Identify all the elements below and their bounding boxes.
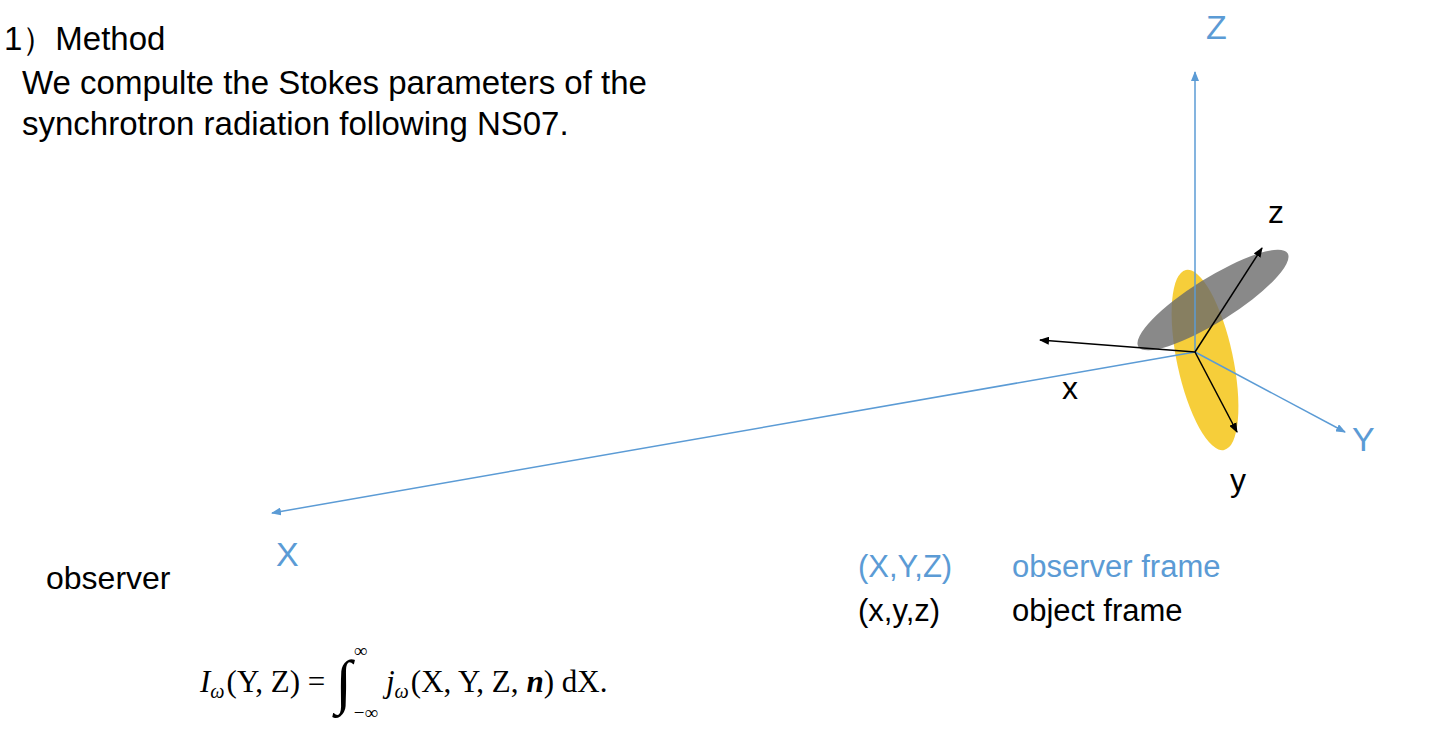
- grey-disk: [1127, 235, 1300, 366]
- integral-group: ∫∞ −∞: [335, 640, 386, 724]
- equation-subscript: ω: [210, 680, 224, 703]
- y-axis-object: [1195, 352, 1237, 432]
- equation-vector: n: [526, 664, 543, 700]
- frame-legend: object frame: [1012, 592, 1183, 631]
- integral-sign: ∫: [335, 652, 351, 712]
- frame-legend: (x,y,z): [858, 592, 940, 631]
- integral-limit: ∞: [354, 640, 378, 662]
- observer-label: observer: [46, 558, 171, 598]
- description-text: We compulte the Stokes parameters of the…: [22, 62, 712, 145]
- axis-label: y: [1230, 460, 1246, 500]
- y-axis-observer: [1195, 352, 1345, 432]
- axis-label: Z: [1206, 6, 1227, 49]
- equation-text: ) dX.: [544, 664, 608, 700]
- axis-label: Y: [1352, 418, 1375, 461]
- equation-term: jω: [386, 664, 409, 700]
- equation-text: (X, Y, Z,: [411, 664, 519, 700]
- axis-label: z: [1268, 192, 1284, 232]
- z-axis-observer: [1194, 72, 1196, 352]
- z-axis-object: [1195, 248, 1262, 352]
- frame-legend: observer frame: [1012, 548, 1220, 587]
- slide-title: 1）Method: [4, 18, 165, 59]
- x-axis-observer: [272, 352, 1195, 513]
- equation-symbol: I: [200, 664, 210, 700]
- axis-label: X: [276, 533, 299, 576]
- equation-subscript: ω: [395, 680, 409, 703]
- equation: Iω(Y, Z) =∫∞−∞jω(X, Y, Z,n) dX.: [200, 632, 607, 732]
- axis-label: x: [1062, 368, 1078, 408]
- equation-text: (Y, Z) =: [227, 664, 326, 700]
- integral-limits: ∞ −∞: [354, 640, 378, 724]
- frame-legend: (X,Y,Z): [858, 548, 952, 587]
- integral-limit: −∞: [354, 702, 378, 724]
- equation-symbol: j: [386, 664, 395, 700]
- x-axis-object: [1040, 340, 1195, 352]
- equation-term: Iω: [200, 664, 225, 700]
